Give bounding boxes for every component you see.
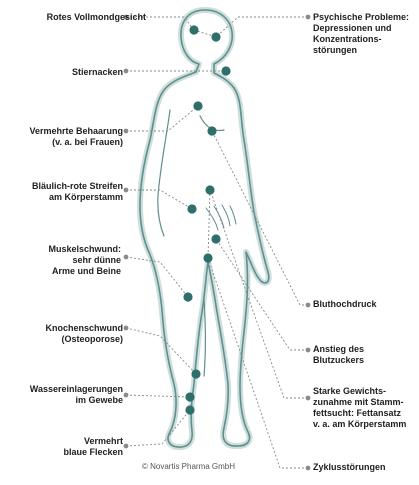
stria-line xyxy=(222,205,230,226)
label-anchor-dot xyxy=(306,396,311,401)
label-muscle-wasting: Muskelschwund: sehr dünne Arme und Beine xyxy=(48,244,121,277)
connector-bone xyxy=(126,328,196,374)
body-marker-dot xyxy=(221,66,230,75)
connector-weight-2 xyxy=(208,190,210,258)
label-anchor-dot xyxy=(306,348,311,353)
label-anchor-dot xyxy=(124,444,129,449)
label-moon-face: Rotes Vollmondgesicht xyxy=(47,12,146,23)
label-bull-neck: Stiernacken xyxy=(72,67,123,78)
label-blood-sugar: Anstieg des Blutzuckers xyxy=(313,344,364,366)
label-bruises: Vermehrt blaue Flecken xyxy=(63,436,123,458)
human-body-outline xyxy=(140,10,269,447)
label-striae: Bläulich-rote Streifen am Körperstamm xyxy=(32,181,123,203)
label-anchor-dot xyxy=(124,326,129,331)
body-marker-dot xyxy=(189,25,198,34)
label-anchor-dot xyxy=(306,466,311,471)
connector-water xyxy=(126,395,190,397)
body-marker-dot xyxy=(185,405,194,414)
connector-bruises xyxy=(126,410,190,446)
body-marker-dot xyxy=(183,292,192,301)
label-hair: Vermehrte Behaarung (v. a. bei Frauen) xyxy=(29,126,123,148)
body-marker-dot xyxy=(207,126,216,135)
stria-line xyxy=(214,206,224,228)
copyright-notice: © Novartis Pharma GmbH xyxy=(142,462,235,471)
body-marker-dot xyxy=(203,253,212,262)
body-marker-dot xyxy=(211,234,220,243)
body-marker-dot xyxy=(185,392,194,401)
stria-line xyxy=(206,208,218,230)
arm-detail-line xyxy=(158,110,170,236)
label-anchor-dot xyxy=(124,393,129,398)
label-anchor-dot xyxy=(124,129,129,134)
stria-line xyxy=(230,206,236,224)
connector-hair xyxy=(126,106,198,131)
label-psychological-problems: Psychische Probleme: Depressionen und Ko… xyxy=(313,12,409,56)
label-anchor-dot xyxy=(124,255,129,260)
label-osteoporosis: Knochenschwund (Osteoporose) xyxy=(45,323,123,345)
body-marker-dot xyxy=(191,369,200,378)
label-weight-gain: Starke Gewichts- zunahme mit Stamm- fett… xyxy=(313,386,406,430)
body-marker-dot xyxy=(187,204,196,213)
label-anchor-dot xyxy=(124,69,129,74)
body-marker-dot xyxy=(193,101,202,110)
body-marker-dot xyxy=(205,185,214,194)
label-anchor-dot xyxy=(124,188,129,193)
body-marker-dot xyxy=(211,32,220,41)
label-anchor-dot xyxy=(306,15,311,20)
label-water-retention: Wassereinlagerungen im Gewebe xyxy=(30,384,123,406)
label-cycle-disorders: Zyklusstörungen xyxy=(313,462,386,473)
leg-detail-line xyxy=(204,300,206,376)
label-anchor-dot xyxy=(306,303,311,308)
marker-dots xyxy=(124,15,311,471)
connector-striae xyxy=(126,190,192,209)
label-hypertension: Bluthochdruck xyxy=(313,299,377,310)
